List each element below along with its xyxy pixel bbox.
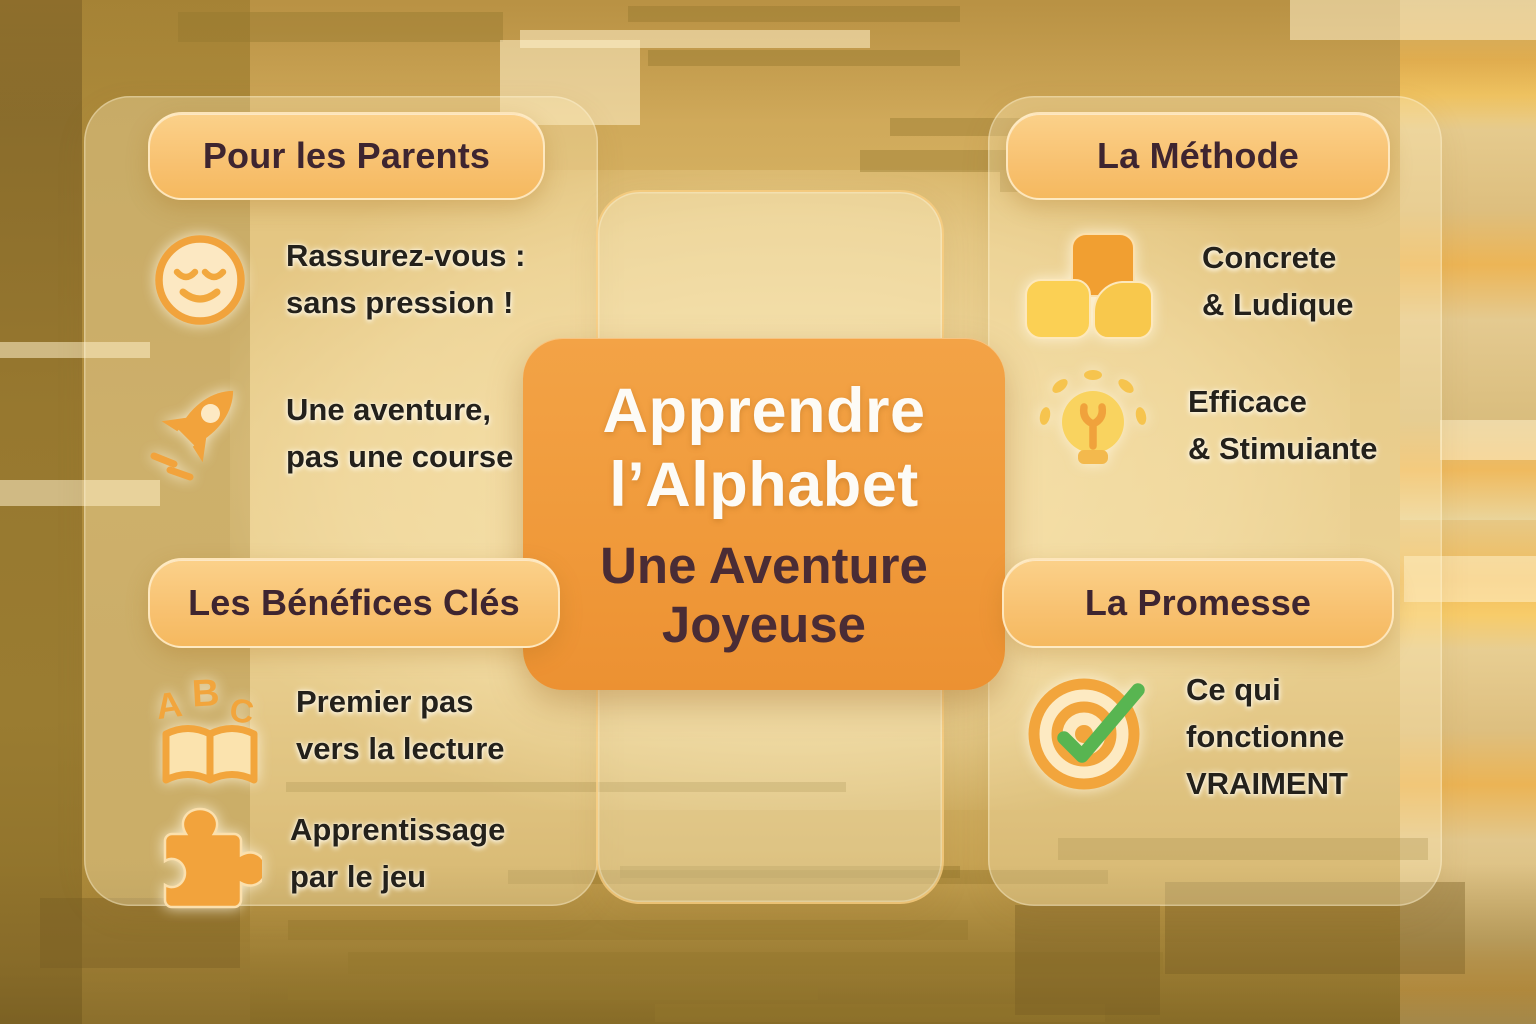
- glitch-streak: [0, 480, 160, 506]
- list-item-text: Apprentissage par le jeu: [290, 806, 505, 900]
- text-line: VRAIMENT: [1186, 766, 1348, 802]
- glitch-streak: [1165, 882, 1465, 974]
- glitch-streak: [508, 870, 1108, 884]
- blocks-icon: [1018, 228, 1160, 349]
- list-item-text: Premier pas vers la lecture: [296, 678, 505, 772]
- text-line: Une aventure,: [286, 392, 492, 427]
- text-line: vers la lecture: [296, 731, 505, 767]
- section-header-label: La Méthode: [1096, 135, 1299, 176]
- glitch-streak: [1404, 556, 1536, 602]
- background-band-left: [0, 0, 82, 1024]
- text-line: Ce qui: [1186, 672, 1281, 707]
- rocket-icon: [146, 372, 258, 489]
- glitch-streak: [1015, 905, 1160, 1015]
- glitch-streak: [288, 920, 968, 940]
- section-header-methode: La Méthode: [1006, 112, 1390, 200]
- glitch-streak: [288, 984, 818, 1000]
- glitch-streak: [286, 782, 846, 792]
- glitch-streak: [620, 866, 960, 878]
- list-item-promesse: Ce qui fonctionne VRAIMENT: [1022, 662, 1348, 807]
- section-header-label: Les Bénéfices Clés: [188, 582, 520, 623]
- background-band-right: [1400, 0, 1536, 1024]
- main-title-line-1: Apprendre: [602, 375, 926, 446]
- abc-book-icon: A B C: [152, 666, 272, 797]
- glitch-streak: [40, 898, 240, 968]
- list-item-jeu: Apprentissage par le jeu: [146, 798, 505, 919]
- glitch-streak: [655, 1004, 1105, 1022]
- text-line: par le jeu: [290, 859, 427, 895]
- text-line: Efficace: [1188, 384, 1307, 419]
- text-line: pas une course: [286, 439, 514, 475]
- list-item-text: Efficace & Stimuiante: [1188, 378, 1377, 472]
- main-subtitle: Une Aventure Joyeuse: [600, 536, 928, 654]
- main-subtitle-line-1: Une Aventure: [600, 537, 928, 595]
- target-check-icon: [1022, 662, 1158, 803]
- background-bottom-shade: [0, 864, 1536, 1024]
- glitch-streak: [1058, 838, 1428, 860]
- calm-face-icon: [150, 230, 250, 335]
- glitch-streak: [628, 6, 960, 22]
- list-item-concrete: Concrete & Ludique: [1018, 228, 1354, 349]
- glitch-streak: [500, 40, 640, 125]
- section-header-label: La Promesse: [1084, 582, 1312, 623]
- text-line: Premier pas: [296, 684, 474, 719]
- section-header-label: Pour les Parents: [202, 135, 491, 176]
- list-item-reassure: Rassurez-vous : sans pression !: [150, 230, 525, 335]
- background-top-shade: [0, 0, 1536, 120]
- list-item-text: Une aventure, pas une course: [286, 386, 513, 480]
- list-item-lecture: A B C Premier pas vers la lecture: [152, 666, 505, 797]
- glitch-streak: [648, 50, 960, 66]
- list-item-text: Concrete & Ludique: [1202, 234, 1354, 328]
- main-subtitle-line-2: Joyeuse: [661, 596, 867, 654]
- svg-text:A: A: [153, 683, 184, 727]
- text-line: sans pression !: [286, 285, 514, 321]
- glitch-streak: [348, 952, 1163, 974]
- list-item-adventure: Une aventure, pas une course: [146, 372, 513, 489]
- text-line: fonctionne: [1186, 719, 1345, 755]
- list-item-text: Ce qui fonctionne VRAIMENT: [1186, 666, 1348, 807]
- glitch-streak: [0, 342, 150, 358]
- text-line: Concrete: [1202, 240, 1337, 275]
- text-line: & Ludique: [1202, 287, 1354, 323]
- text-line: Apprentissage: [290, 812, 506, 847]
- text-line: & Stimuiante: [1188, 431, 1378, 467]
- main-title-line-2: l’Alphabet: [609, 449, 919, 520]
- central-title-card: Apprendre l’Alphabet Une Aventure Joyeus…: [523, 338, 1005, 690]
- text-line: Rassurez-vous :: [286, 238, 526, 273]
- glitch-streak: [178, 12, 503, 42]
- section-header-promesse: La Promesse: [1002, 558, 1394, 648]
- puzzle-icon: [146, 798, 268, 919]
- glitch-streak: [1290, 0, 1536, 40]
- section-header-benefices: Les Bénéfices Clés: [148, 558, 560, 648]
- section-header-parents: Pour les Parents: [148, 112, 545, 200]
- list-item-text: Rassurez-vous : sans pression !: [286, 232, 525, 326]
- glitch-streak: [1440, 420, 1536, 460]
- svg-text:C: C: [227, 691, 256, 731]
- list-item-efficace: Efficace & Stimuiante: [1030, 364, 1377, 495]
- svg-text:B: B: [191, 672, 221, 715]
- main-title: Apprendre l’Alphabet: [602, 374, 925, 523]
- lightbulb-icon: [1030, 364, 1156, 495]
